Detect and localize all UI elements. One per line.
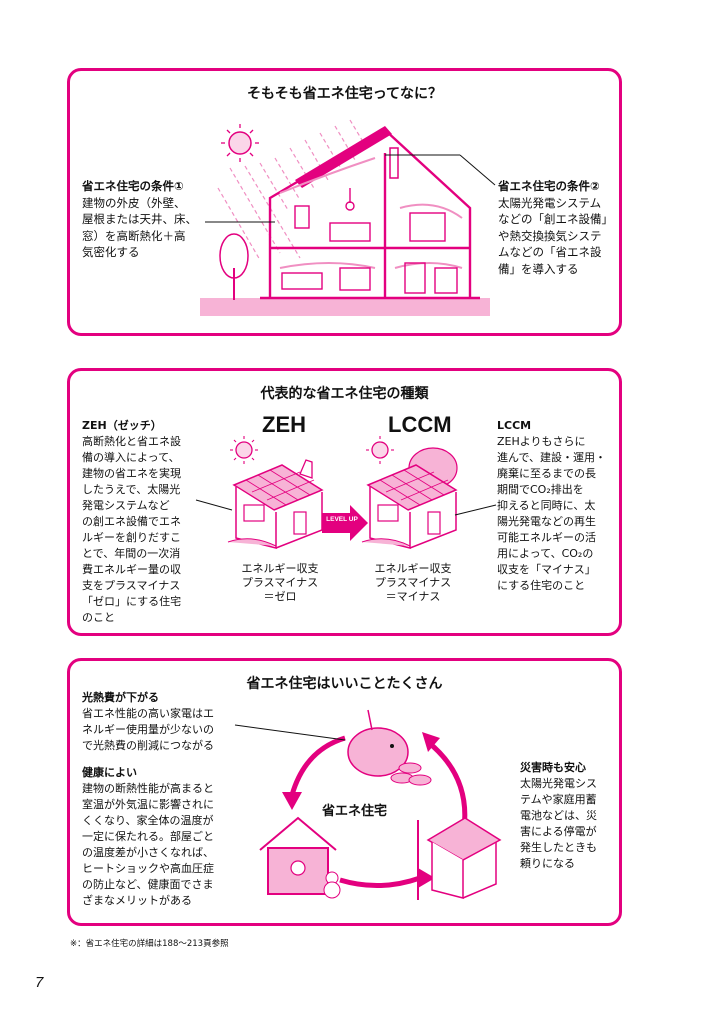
panel-eco-house-types: 代表的な省エネ住宅の種類 (67, 368, 622, 636)
house-cross-section-illustration (200, 119, 490, 316)
zeh-caption-line: プラスマイナス (241, 576, 319, 589)
benefit-health-line: 一定に保たれる。部屋ごと (82, 830, 214, 843)
zeh-caption-line: ＝ゼロ (263, 590, 297, 603)
zeh-house-illustration (227, 436, 324, 549)
benefits-cycle-illustration (259, 709, 502, 900)
benefit-health-line: の防止など、健康面でさま (82, 878, 214, 891)
lccm-line: 進んで、建設・運用・ (497, 451, 607, 464)
lccm-line: 廃棄に至るまでの長 (497, 467, 596, 480)
condition1-line: 気密化する (82, 245, 140, 259)
benefit-health-line: ざまなメリットがある (82, 894, 192, 907)
condition2-line: などの「創エネ設備」 (498, 212, 613, 226)
condition1-line: 建物の外皮（外壁、 (82, 195, 186, 210)
benefit-health-head: 健康によい (82, 766, 137, 779)
condition1-head: 省エネ住宅の条件① (82, 179, 184, 193)
benefit-health-line: ヒートショックや高血圧症 (82, 862, 214, 875)
condition2-line: 備」を導入する (498, 261, 579, 276)
benefit-disaster-line: 発生したときも (520, 841, 597, 854)
callout-lines-panel2 (195, 499, 497, 516)
sun-icon (366, 436, 394, 464)
lccm-head: LCCM (497, 419, 532, 432)
benefit-cost-line: で光熱費の削減につながる (82, 739, 214, 752)
condition2-line: や熱交換換気システ (498, 228, 602, 243)
panel2-title: 代表的な省エネ住宅の種類 (260, 386, 429, 402)
lccm-line: 抑えると同時に、太 (497, 499, 596, 512)
condition1-text: 省エネ住宅の条件① 建物の外皮（外壁、 屋根または天井、床、 窓）を高断熱化＋高… (82, 178, 212, 261)
condition1-line: 屋根または天井、床、 (82, 212, 197, 226)
benefit-disaster-line: 害による停電が (520, 825, 597, 838)
zeh-line: ルギーを創りだすこ (82, 531, 181, 544)
benefit-cost-text: 光熱費が下がる 省エネ性能の高い家電はエ ネルギー使用量が少ないの で光熱費の削… (82, 690, 252, 754)
zeh-line: 費エネルギー量の収 (82, 563, 181, 576)
condition2-head: 省エネ住宅の条件② (498, 179, 600, 193)
benefit-cost-head: 光熱費が下がる (82, 691, 159, 704)
tree-icon (219, 233, 249, 300)
lccm-house-illustration (361, 436, 458, 549)
level-up-arrow (322, 505, 368, 541)
benefit-health-line: 建物の断熱性能が高まると (82, 782, 214, 795)
page-number: 7 (35, 974, 44, 991)
zeh-head: ZEH（ゼッチ） (82, 419, 162, 432)
level-up-label: LEVEL UP (326, 516, 358, 523)
lccm-caption-line: プラスマイナス (374, 576, 452, 589)
lccm-line: 陽光発電などの再生 (497, 515, 596, 528)
condition1-line: 窓）を高断熱化＋高 (82, 228, 186, 243)
cycle-center-label: 省エネ住宅 (322, 804, 388, 819)
sun-icon (221, 124, 259, 162)
lccm-caption-line: エネルギー収支 (374, 562, 452, 575)
zeh-line: 建物の省エネを実現 (82, 467, 181, 480)
lccm-line: ZEHよりもさらに (497, 435, 586, 448)
sun-icon (230, 436, 258, 464)
lccm-line: 収支を「マイナス」 (497, 563, 596, 576)
benefit-cost-line: 省エネ性能の高い家電はエ (82, 707, 214, 720)
zeh-line: 備の導入によって、 (82, 451, 180, 464)
snowman-icon (323, 871, 341, 899)
benefit-health-line: の温度差が小さくなれば、 (82, 846, 214, 859)
lccm-label: LCCM (388, 412, 452, 437)
panel3-title: 省エネ住宅はいいことたくさん (246, 676, 443, 692)
lccm-line: にする住宅のこと (497, 579, 586, 592)
lccm-caption-line: ＝マイナス (385, 590, 441, 603)
zeh-line: の創エネ設備でエネ (82, 515, 181, 528)
callout-lines-panel1 (205, 154, 496, 223)
condition2-text: 省エネ住宅の条件② 太陽光発電システム などの「創エネ設備」 や熱交換換気システ… (498, 178, 618, 277)
lccm-line: 用によって、CO₂の (497, 547, 594, 560)
condition2-line: 太陽光発電システム (498, 195, 602, 210)
benefit-health-line: 室温が外気温に影響されに (82, 798, 214, 811)
benefit-disaster-line: テムや家庭用蓄 (520, 793, 597, 806)
benefit-disaster-text: 災害時も安心 太陽光発電シス テムや家庭用蓄 電池などは、災 害による停電が 発… (520, 760, 620, 872)
warm-house-icon (259, 816, 337, 895)
zeh-line: とで、年間の一次消 (82, 547, 181, 560)
zeh-line: 「ゼロ」にする住宅 (82, 595, 182, 608)
condition2-line: ムなどの「省エネ設 (498, 245, 602, 259)
benefit-disaster-line: 頼りになる (520, 857, 575, 870)
zeh-line: のこと (82, 611, 115, 624)
benefit-health-line: くくなり、家全体の温度が (82, 814, 214, 827)
benefit-disaster-line: 太陽光発電シス (520, 777, 597, 790)
zeh-caption: エネルギー収支 プラスマイナス ＝ゼロ (225, 562, 335, 604)
lccm-line: 期間でCO₂排出を (497, 483, 584, 496)
zeh-line: 発電システムなど (82, 499, 170, 512)
zeh-line: したうえで、太陽光 (82, 483, 181, 496)
callout-lines-panel3 (234, 724, 346, 741)
piggy-bank-icon (347, 709, 432, 786)
benefit-health-text: 健康によい 建物の断熱性能が高まると 室温が外気温に影響されに くくなり、家全体… (82, 765, 257, 909)
panel1-title: そもそも省エネ住宅ってなに？ (246, 86, 443, 102)
zeh-description: ZEH（ゼッチ） 高断熱化と省エネ設 備の導入によって、 建物の省エネを実現 し… (82, 418, 202, 626)
zeh-line: 支をプラスマイナス (82, 579, 181, 592)
solar-house-icon (417, 817, 502, 900)
benefit-disaster-head: 災害時も安心 (520, 761, 586, 774)
zeh-label: ZEH (262, 412, 306, 437)
panel-what-is-eco-house: そもそも省エネ住宅ってなに？ (67, 68, 622, 336)
footnote: ※：省エネ住宅の詳細は188〜213頁参照 (70, 939, 229, 949)
zeh-line: 高断熱化と省エネ設 (82, 435, 181, 448)
lccm-description: LCCM ZEHよりもさらに 進んで、建設・運用・ 廃棄に至るまでの長 期間でC… (497, 418, 617, 594)
benefit-disaster-line: 電池などは、災 (520, 809, 597, 822)
lccm-line: 可能エネルギーの活 (497, 531, 596, 544)
zeh-caption-line: エネルギー収支 (241, 562, 319, 575)
benefit-cost-line: ネルギー使用量が少ないの (82, 723, 214, 736)
lccm-caption: エネルギー収支 プラスマイナス ＝マイナス (358, 562, 468, 604)
